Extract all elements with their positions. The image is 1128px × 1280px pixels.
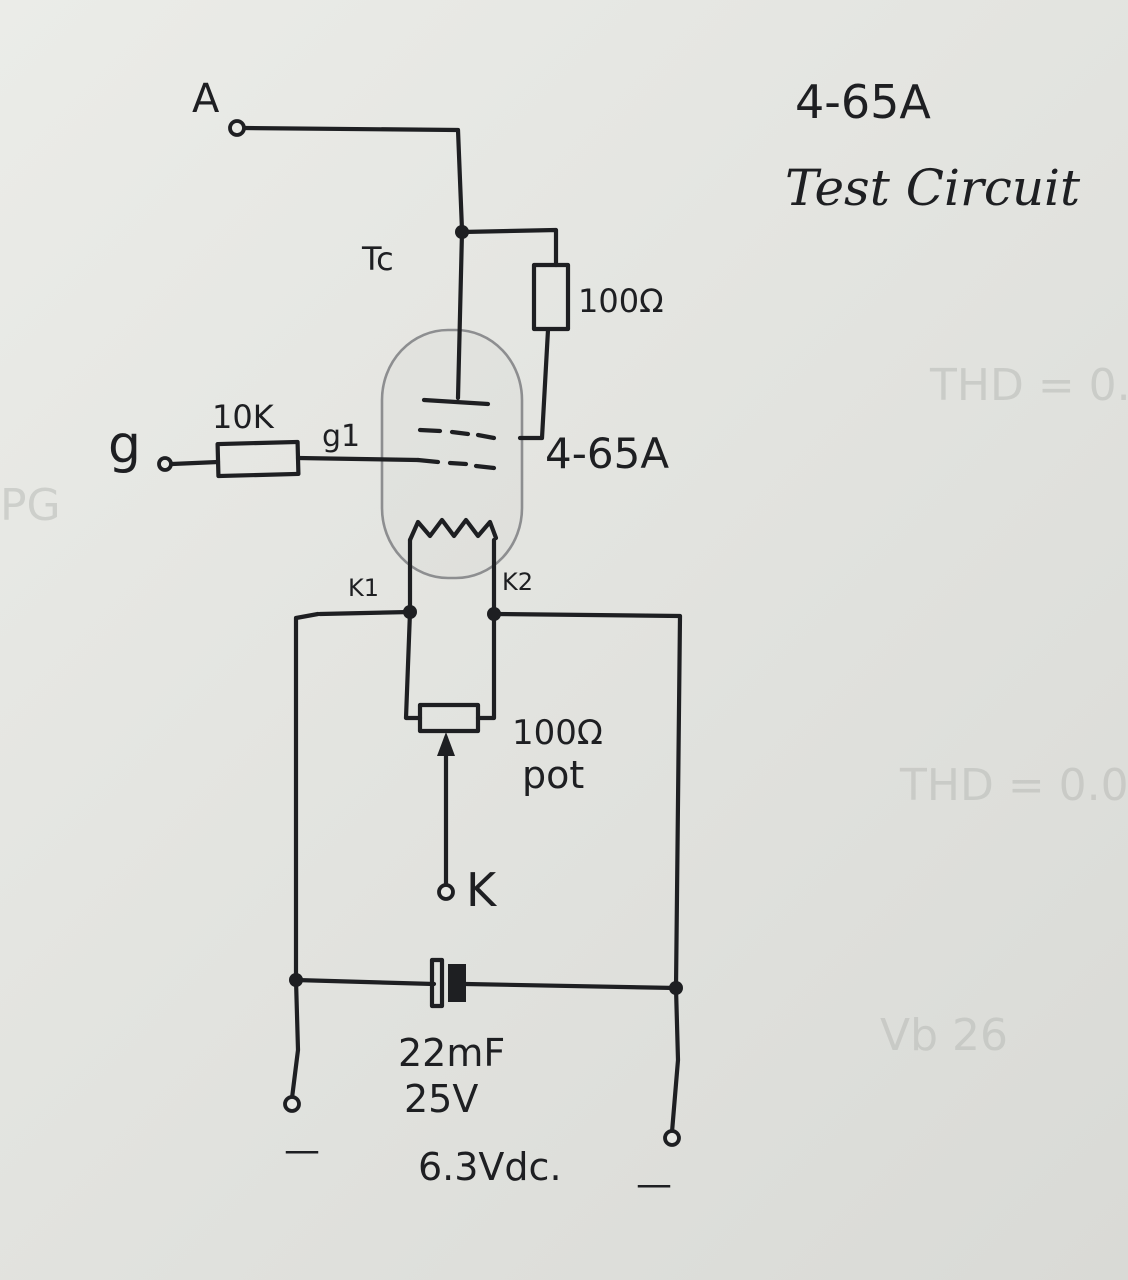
grid-terminal-label: g bbox=[108, 415, 141, 475]
supply-leg-right bbox=[669, 985, 681, 1135]
resistor-100-body bbox=[531, 262, 571, 332]
capacitor-plate-left bbox=[429, 957, 445, 1009]
minus-left-label: — bbox=[284, 1130, 320, 1171]
svg-text:THD = 0.05%: THD = 0.05% bbox=[929, 360, 1128, 411]
tube-control-grid bbox=[415, 457, 497, 471]
heater-wire-right bbox=[491, 611, 683, 991]
tube-filament bbox=[407, 517, 499, 543]
pot-lead-right bbox=[475, 611, 497, 721]
anode-wire bbox=[241, 125, 465, 233]
junction-cap-left bbox=[289, 973, 303, 987]
top-cap-label: Tc bbox=[361, 240, 394, 278]
supply-terminal-right[interactable] bbox=[663, 1129, 681, 1147]
supply-leg-left bbox=[289, 977, 301, 1101]
capacitor-value-label: 22mF bbox=[398, 1031, 505, 1075]
svg-text:PG: PG bbox=[0, 480, 61, 531]
resistor-100-top-lead bbox=[459, 227, 559, 268]
junction-cap-right bbox=[669, 981, 683, 995]
grid-input-lead bbox=[169, 459, 221, 467]
page-bleed-through: THD = 0.05% THD = 0.07% PG Vb 26 bbox=[0, 360, 1128, 1061]
junction-k2 bbox=[487, 607, 501, 621]
junction-k1 bbox=[403, 605, 417, 619]
resistor-100-bottom-lead bbox=[517, 327, 551, 441]
minus-right-label: — bbox=[636, 1164, 672, 1205]
svg-text:Vb 26: Vb 26 bbox=[880, 1010, 1008, 1061]
resistor-100-label: 100Ω bbox=[578, 282, 664, 320]
pot-value-label: 100Ω bbox=[512, 713, 603, 753]
supply-voltage-label: 6.3Vdc. bbox=[418, 1145, 562, 1189]
capacitor-voltage-label: 25V bbox=[404, 1077, 478, 1121]
grid-1-label: g1 bbox=[322, 419, 360, 454]
cathode-label: K bbox=[466, 863, 498, 917]
pot-wiper-arrowhead bbox=[437, 732, 455, 756]
anode-label: A bbox=[192, 76, 220, 122]
resistor-10k-label: 10K bbox=[212, 398, 275, 436]
k2-label: K2 bbox=[502, 568, 533, 596]
cathode-terminal[interactable] bbox=[437, 883, 455, 901]
pot-lead-left bbox=[403, 609, 423, 721]
grid-1-lead bbox=[295, 455, 421, 463]
cap-wire-left bbox=[293, 977, 437, 987]
grid-terminal[interactable] bbox=[157, 456, 173, 472]
plate-lead bbox=[455, 229, 465, 401]
tube-type-label: 4-65A bbox=[545, 429, 669, 478]
tube-plate bbox=[421, 397, 491, 407]
title-line-1: 4-65A bbox=[795, 75, 931, 129]
cap-wire-right bbox=[463, 981, 679, 991]
supply-terminal-left[interactable] bbox=[283, 1095, 301, 1113]
svg-text:THD = 0.07%: THD = 0.07% bbox=[899, 760, 1128, 811]
capacitor-plate-right bbox=[448, 964, 466, 1002]
anode-terminal[interactable] bbox=[228, 119, 246, 137]
junction-top-cap bbox=[455, 225, 469, 239]
k1-label: K1 bbox=[348, 574, 379, 602]
title-line-2: Test Circuit bbox=[785, 159, 1081, 217]
pot-word-label: pot bbox=[522, 753, 584, 797]
tube-envelope bbox=[380, 328, 524, 580]
resistor-10k-body bbox=[215, 439, 301, 479]
heater-wire-left bbox=[293, 611, 321, 983]
tube-screen-grid bbox=[417, 427, 497, 441]
pot-body bbox=[417, 702, 481, 734]
heater-wire-k1 bbox=[317, 609, 413, 617]
